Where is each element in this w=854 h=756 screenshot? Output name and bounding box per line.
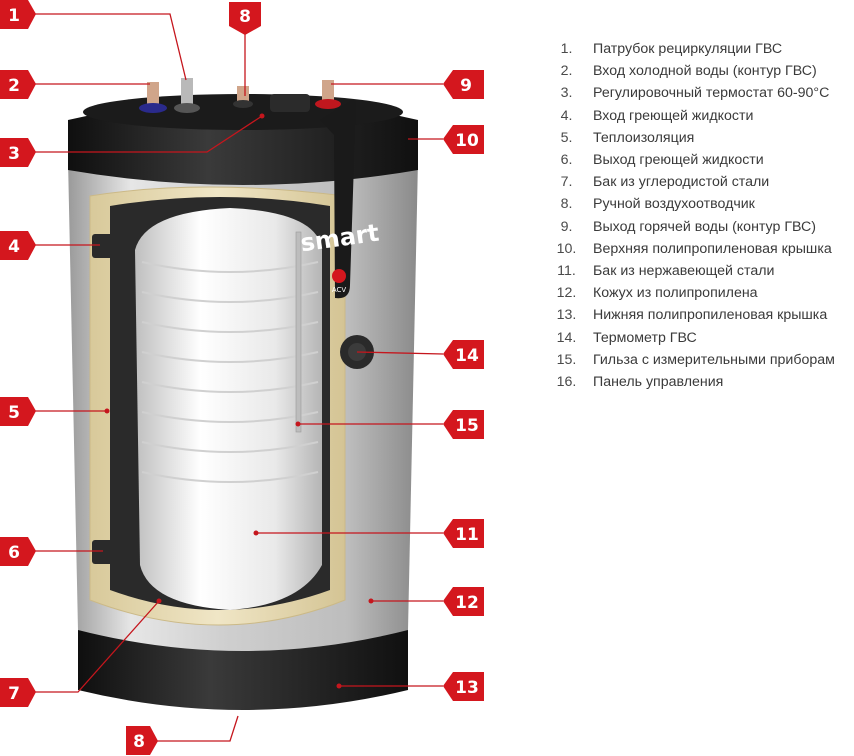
legend-item: 15. Гильза с измерительными приборам [540,349,854,371]
legend-number: 7. [560,174,573,191]
legend-text: Вход холодной воды (контур ГВС) [593,63,817,80]
legend-item: 2. Вход холодной воды (контур ГВС) [540,60,854,82]
svg-text:11: 11 [455,525,479,545]
legend-item: 16. Панель управления [540,371,854,393]
legend-text: Регулировочный термостат 60-90°C [593,85,830,102]
svg-text:13: 13 [455,678,479,698]
svg-text:3: 3 [8,144,20,164]
legend-text: Выход греющей жидкости [593,152,764,169]
legend-text: Гильза с измерительными приборам [593,351,835,368]
control-panel [320,100,356,299]
legend-item: 6. Выход греющей жидкости [540,149,854,171]
svg-text:6: 6 [8,543,20,563]
legend-text: Бак из углеродистой стали [593,174,770,191]
badge-14: 14 [443,340,484,369]
badge-13: 13 [443,672,484,701]
svg-text:8: 8 [239,7,251,27]
svg-text:7: 7 [8,684,20,704]
legend-text: Вход греющей жидкости [593,107,754,124]
svg-text:2: 2 [8,76,20,96]
badge-2: 2 [0,70,36,99]
legend-number: 5. [560,129,573,146]
legend-number: 8. [560,196,573,213]
legend-number: 14. [556,329,577,346]
legend-item: 11. Бак из нержавеющей стали [540,260,854,282]
callout-badges: 1 2 3 4 5 6 7 8 [0,0,484,755]
badge-1: 1 [0,0,36,29]
legend-item: 3. Регулировочный термостат 60-90°C [540,82,854,104]
svg-text:4: 4 [8,237,20,257]
sensor-well [295,231,302,433]
legend-text: Верхняя полипропиленовая крышка [593,240,832,257]
legend-number: 1. [560,41,573,58]
legend-item: 13. Нижняя полипропиленовая крышка [540,304,854,326]
legend-item: 4. Вход греющей жидкости [540,105,854,127]
badge-11: 11 [443,519,484,548]
legend-item: 8. Ручной воздухоотводчик [540,193,854,215]
legend-item: 14. Термометр ГВС [540,326,854,348]
legend-text: Нижняя полипропиленовая крышка [593,307,828,324]
legend-number: 6. [560,152,573,169]
legend-item: 9. Выход горячей воды (контур ГВС) [540,216,854,238]
svg-text:14: 14 [455,346,479,366]
legend-item: 1. Патрубок рециркуляции ГВС [540,38,854,60]
svg-text:12: 12 [455,593,479,613]
leader-lines [35,13,444,742]
legend-text: Кожух из полипропилена [593,285,758,302]
svg-text:8: 8 [133,732,145,752]
legend-text: Ручной воздухоотводчик [593,196,755,213]
svg-text:5: 5 [8,403,20,423]
badge-10: 10 [443,125,484,154]
legend-item: 10. Верхняя полипропиленовая крышка [540,238,854,260]
badge-15: 15 [443,410,484,439]
badge-8-bottom: 8 [126,726,158,755]
legend-item: 12. Кожух из полипропилена [540,282,854,304]
legend-number: 13. [556,307,577,324]
legend-item: 7. Бак из углеродистой стали [540,171,854,193]
badge-7: 7 [0,678,36,707]
legend-number: 2. [560,63,573,80]
svg-text:15: 15 [455,416,479,436]
legend-list: 1. Патрубок рециркуляции ГВС 2. Вход холод… [540,38,854,393]
badge-6: 6 [0,537,36,566]
legend-text: Термометр ГВС [593,329,697,346]
badge-9: 9 [443,70,484,99]
badge-5: 5 [0,397,36,426]
stainless-tank [135,208,322,610]
acv-label: ACV [332,286,347,294]
legend-number: 3. [560,85,573,102]
legend-text: Патрубок рециркуляции ГВС [593,41,783,58]
svg-text:10: 10 [455,131,479,151]
legend-number: 11. [557,262,576,279]
legend-number: 10. [556,240,577,257]
legend-number: 15. [556,351,577,368]
legend-number: 9. [560,218,573,235]
water-heater: smart ACV [68,78,418,710]
badge-8-top: 8 [229,2,261,35]
legend-number: 4. [560,107,573,124]
legend-item: 5. Теплоизоляция [540,127,854,149]
svg-text:9: 9 [460,76,472,96]
legend-text: Бак из нержавеющей стали [593,262,775,279]
leader-dots [104,113,374,689]
legend-text: Выход горячей воды (контур ГВС) [593,218,816,235]
legend-text: Теплоизоляция [593,129,695,146]
badge-12: 12 [443,587,484,616]
acv-logo-icon [332,269,346,283]
badge-3: 3 [0,138,36,167]
svg-text:1: 1 [8,6,20,26]
legend-text: Панель управления [593,373,724,390]
legend-number: 12. [556,285,577,302]
legend-number: 16. [556,373,577,390]
badge-4: 4 [0,231,36,260]
top-nozzles [139,78,341,113]
